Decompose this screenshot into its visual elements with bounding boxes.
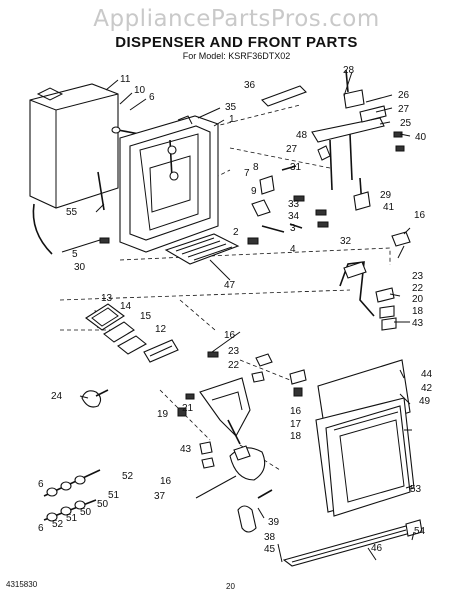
leader-lines [61,71,415,563]
callout-21: 21 [182,403,194,414]
callout-16c: 16 [290,406,302,417]
callout-2: 2 [233,227,239,238]
ice-chute-housing [29,83,151,255]
callout-51: 51 [108,490,120,501]
callout-43: 43 [412,318,424,329]
callout-19: 19 [157,409,169,420]
callout-43b: 43 [180,444,192,455]
trim-strip [261,85,307,107]
callout-24: 24 [51,391,63,402]
callout-labels: 11 10 6 35 1 36 28 26 27 48 27 25 40 8 3… [38,65,433,555]
callout-5: 5 [72,249,78,260]
callout-17: 17 [290,419,302,430]
callout-27b: 27 [286,144,298,155]
bottom-trim [237,489,423,567]
dispenser-housing-frame [119,115,219,253]
callout-55: 55 [66,207,78,218]
callout-34: 34 [288,211,300,222]
callout-26: 26 [398,90,410,101]
callout-28: 28 [343,65,355,76]
callout-18: 18 [412,306,424,317]
callout-1: 1 [229,114,235,125]
callout-44: 44 [421,369,433,380]
callout-18b: 18 [290,431,302,442]
callout-39: 39 [268,517,280,528]
callout-9: 9 [251,186,257,197]
callout-16: 16 [414,210,426,221]
callout-50: 50 [97,499,109,510]
small-hardware [247,165,329,245]
callout-36: 36 [244,80,256,91]
callout-13: 13 [101,293,113,304]
callout-14: 14 [120,301,132,312]
callout-12: 12 [155,324,167,335]
callout-46: 46 [371,543,383,554]
callout-31: 31 [290,162,302,173]
callout-16b: 16 [224,330,236,341]
callout-3: 3 [290,223,296,234]
callout-37: 37 [154,491,166,502]
callout-38: 38 [264,532,276,543]
callout-53: 53 [410,484,422,495]
callout-6: 6 [149,92,155,103]
callout-40: 40 [415,132,427,143]
callout-30: 30 [74,262,86,273]
actuator-lever [339,231,411,331]
callout-7: 7 [244,168,250,179]
callout-22: 22 [412,283,424,294]
drip-grille [164,233,240,265]
small-parts-bottom-left [43,469,101,522]
callout-20: 20 [412,294,424,305]
callout-23: 23 [412,271,424,282]
callout-45: 45 [264,544,276,555]
callout-47: 47 [224,280,236,291]
callout-29: 29 [380,190,392,201]
callout-52: 52 [122,471,134,482]
callout-50b: 50 [80,507,92,518]
switch-bracket-assembly [311,69,405,211]
callout-35: 35 [225,102,237,113]
callout-52b: 52 [52,519,64,530]
callout-51b: 51 [66,513,78,524]
callout-25: 25 [400,118,412,129]
callout-49: 49 [419,396,431,407]
callout-27: 27 [398,104,410,115]
callout-54: 54 [414,526,426,537]
callout-32: 32 [340,236,352,247]
page-number: 20 [226,582,235,591]
callout-4: 4 [290,244,296,255]
front-panel-frame [315,359,415,517]
light-assembly [81,303,179,408]
watermark: AppliancePartsPros.com [93,6,380,32]
callout-11: 11 [120,74,131,85]
callout-22b: 22 [228,360,240,371]
callout-15: 15 [140,311,152,322]
callout-8: 8 [253,162,259,173]
callout-42: 42 [421,383,433,394]
callout-23b: 23 [228,346,240,357]
document-code: 4315830 [6,580,38,589]
page-title: DISPENSER AND FRONT PARTS [115,34,358,51]
callout-48: 48 [296,130,308,141]
callout-6c: 6 [38,523,44,534]
model-label: For Model: KSRF36DTX02 [182,51,291,61]
callout-33: 33 [288,199,300,210]
mid-hardware [177,351,307,417]
callout-10: 10 [134,85,146,96]
callout-16d: 16 [160,476,172,487]
callout-41: 41 [383,202,395,213]
callout-6b: 6 [38,479,44,490]
dispenser-arm [199,377,266,481]
